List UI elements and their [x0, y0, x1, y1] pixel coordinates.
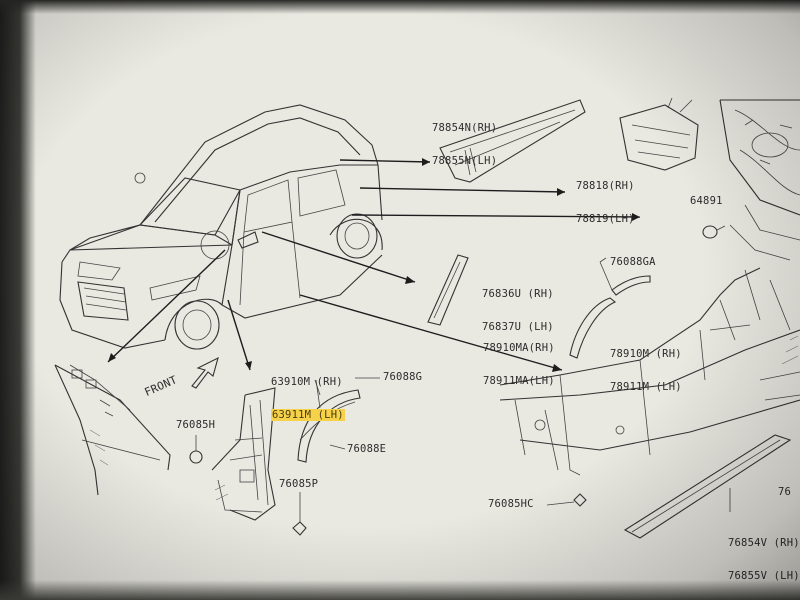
photo-top-edge-shadow	[0, 0, 800, 14]
label-78818: 78818(RH)	[576, 180, 635, 192]
a-pillar-structure	[54, 364, 171, 496]
label-78910ma-group: 78910MA(RH) 78911MA(LH)	[483, 321, 555, 409]
front-fender-structure	[211, 387, 276, 521]
label-76854v: 76854V (RH)	[728, 537, 800, 549]
label-78910ma: 78910MA(RH)	[483, 342, 555, 354]
rear-body-structure	[719, 99, 800, 261]
label-76837u: 76837U (LH)	[482, 321, 554, 333]
label-78910m: 78910M (RH)	[610, 348, 682, 360]
label-76085hc: 76085HC	[488, 498, 534, 510]
label-78819: 78819(LH)	[576, 213, 635, 225]
label-76088ga: 76088GA	[610, 256, 656, 268]
belt-molding-part	[427, 254, 469, 326]
side-body-sill	[499, 267, 800, 476]
clip-leaders	[314, 377, 380, 450]
label-76836u: 76836U (RH)	[482, 288, 554, 300]
label-78911ma: 78911MA(LH)	[483, 375, 555, 387]
label-76085h: 76085H	[176, 419, 216, 431]
photo-bottom-edge-shadow	[0, 580, 800, 600]
clip-76085p	[292, 492, 307, 536]
clip-64891	[702, 225, 726, 239]
label-76855v: 76855V (LH)	[728, 570, 800, 582]
label-63911m-highlighted: 63911M (LH)	[271, 409, 345, 421]
quarter-trim-part	[619, 97, 699, 171]
label-76088g: 76088G	[383, 371, 423, 383]
side-sill-molding	[623, 434, 792, 539]
photo-left-edge-shadow	[0, 0, 36, 600]
label-78854n-group: 78854N(RH) 78855N(LH)	[432, 101, 497, 189]
highlighted-part-number: 63911M (LH)	[271, 409, 345, 421]
label-63910m: 63910M (RH)	[271, 376, 343, 388]
label-78855n: 78855N(LH)	[432, 155, 498, 167]
clip-76085hc	[546, 493, 587, 507]
label-76836u-group: 76836U (RH) 76837U (LH)	[482, 267, 554, 355]
label-63910m-group: 63910M (RH) 63911M (LH)	[271, 355, 345, 443]
car-illustration	[59, 104, 383, 350]
label-76088e: 76088E	[347, 443, 387, 455]
leader-arrows	[107, 158, 641, 372]
clip-76085h	[189, 435, 203, 464]
label-cut-off: 76	[778, 486, 792, 498]
label-76854v-group: 76854V (RH) 76855V (LH)	[728, 516, 800, 600]
pillar-trim-part	[439, 99, 586, 183]
label-78854n: 78854N(RH)	[432, 122, 498, 134]
label-78910m-group: 78910M (RH) 78911M (LH)	[610, 327, 682, 415]
label-64891: 64891	[690, 195, 723, 207]
label-78911m: 78911M (LH)	[610, 381, 682, 393]
label-76085p: 76085P	[279, 478, 319, 490]
front-direction-arrow	[191, 356, 219, 389]
arch-molding-rear	[569, 257, 651, 359]
label-78818-group: 78818(RH) 78819(LH)	[576, 159, 635, 247]
